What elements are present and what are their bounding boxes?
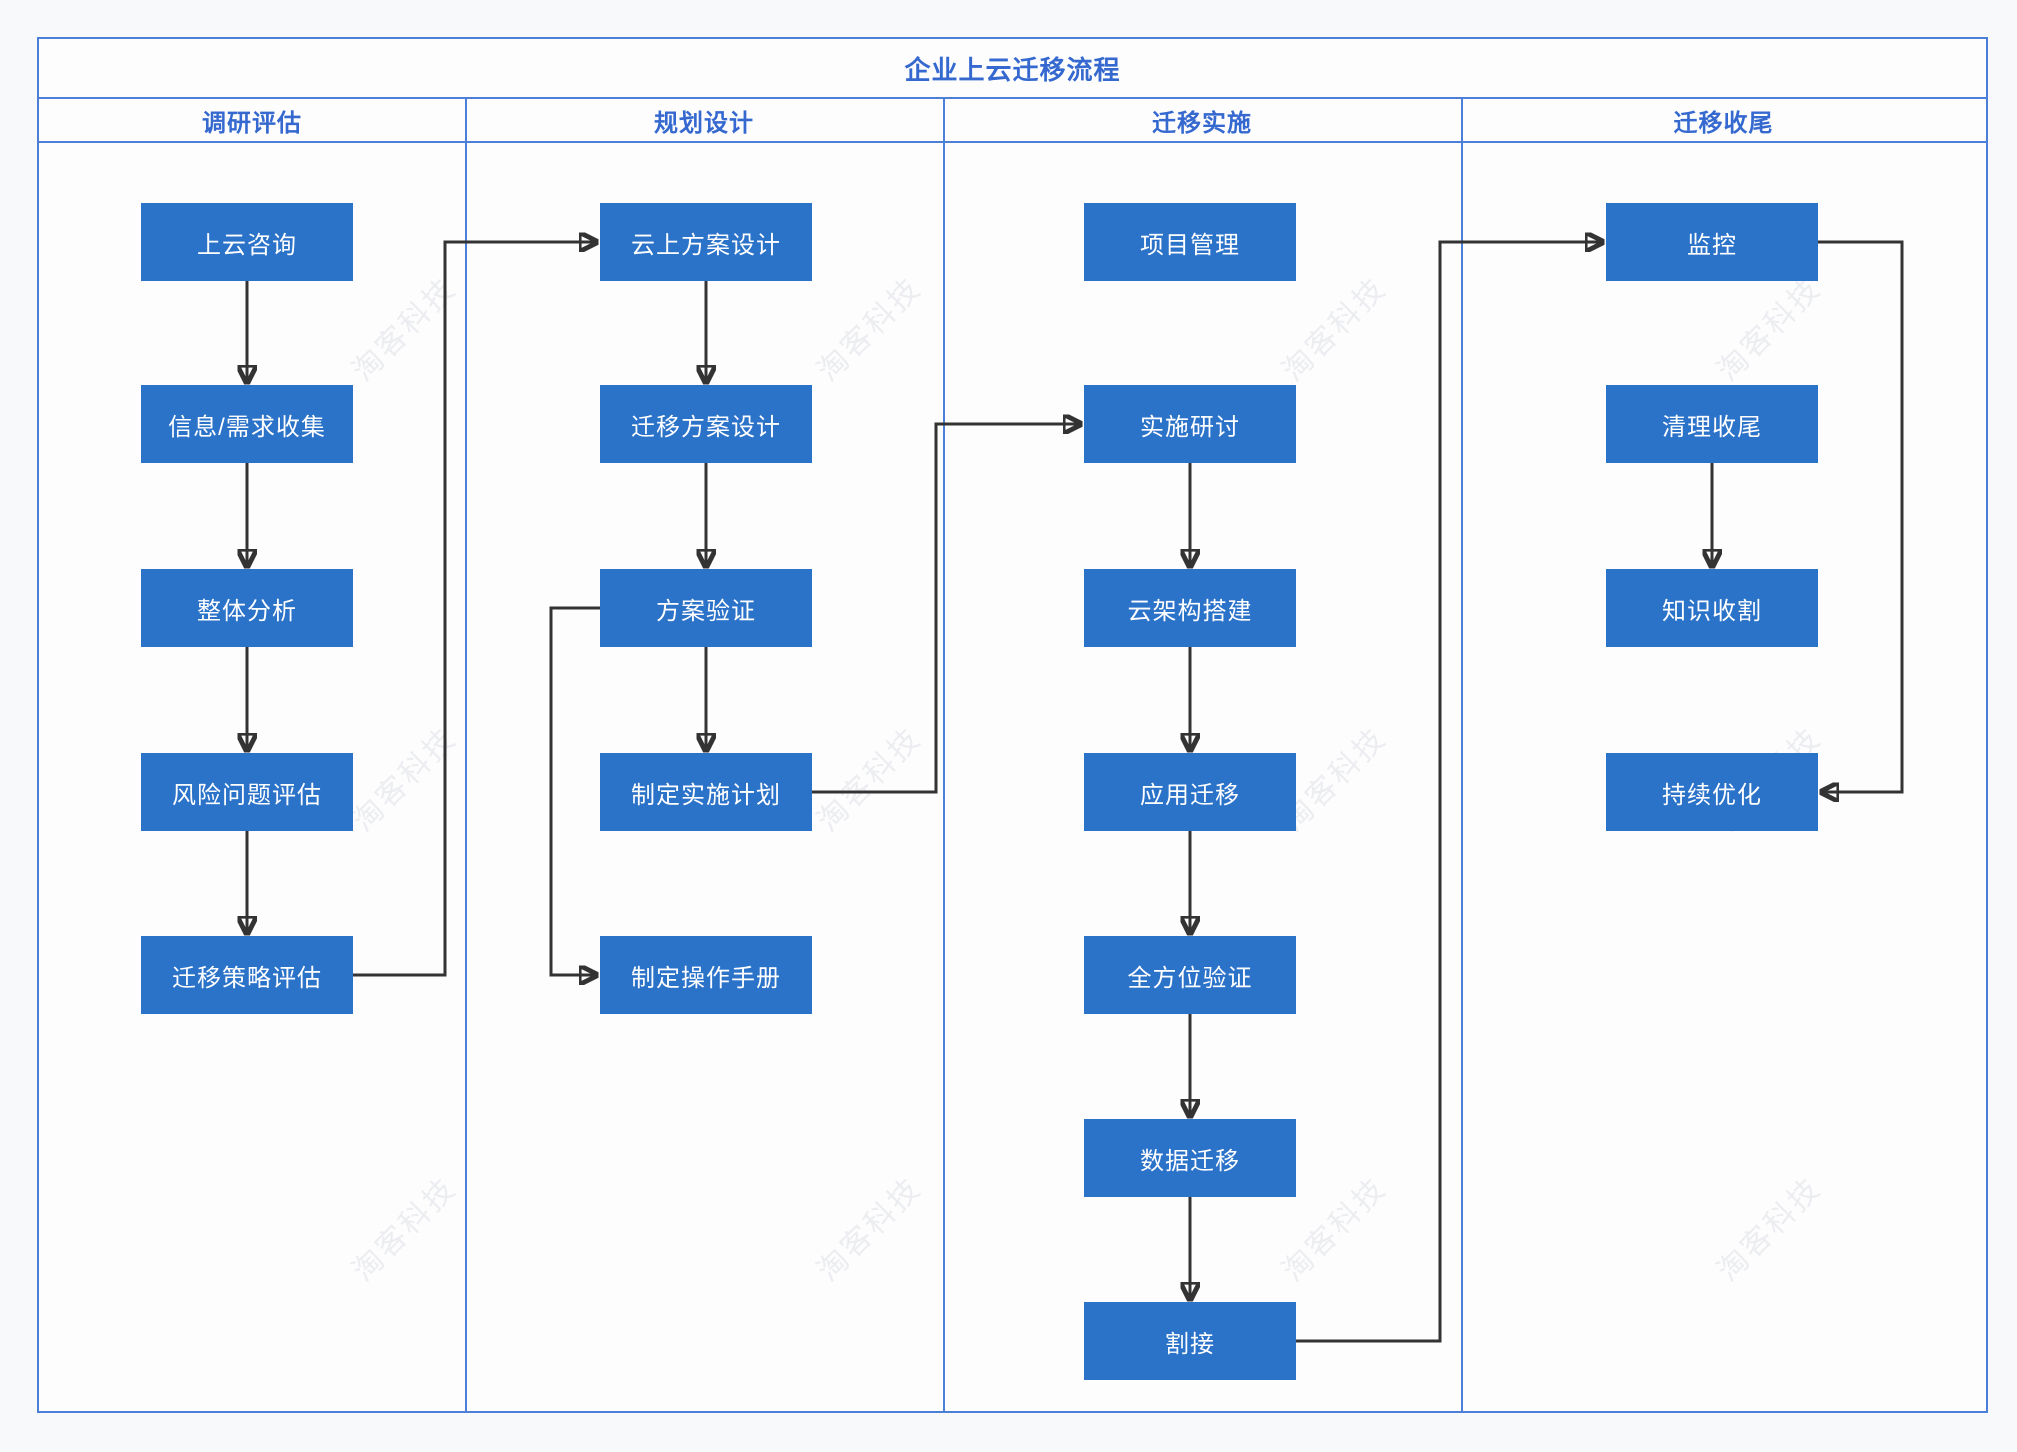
node-comprehensive-validation[interactable]: 全方位验证 (1084, 936, 1296, 1014)
diagram-title: 企业上云迁移流程 (904, 54, 1121, 85)
lane-divider-2 (943, 99, 945, 1411)
node-overall-analysis[interactable]: 整体分析 (141, 569, 353, 647)
node-implementation-discussion[interactable]: 实施研讨 (1084, 385, 1296, 463)
node-migration-strategy-assessment[interactable]: 迁移策略评估 (141, 936, 353, 1014)
node-cloud-architecture-setup[interactable]: 云架构搭建 (1084, 569, 1296, 647)
lane-header-row: 调研评估 规划设计 迁移实施 迁移收尾 (39, 99, 1986, 143)
node-cleanup-closing[interactable]: 清理收尾 (1606, 385, 1818, 463)
node-risk-issue-assessment[interactable]: 风险问题评估 (141, 753, 353, 831)
node-data-migration[interactable]: 数据迁移 (1084, 1119, 1296, 1197)
watermark: 淘客科技 (0, 1135, 35, 1326)
node-knowledge-harvest[interactable]: 知识收割 (1606, 569, 1818, 647)
node-migration-solution-design[interactable]: 迁移方案设计 (600, 385, 812, 463)
node-operation-manual[interactable]: 制定操作手册 (600, 936, 812, 1014)
watermark: 淘客科技 (0, 235, 35, 426)
watermark: 淘客科技 (0, 685, 35, 876)
node-cloud-consulting[interactable]: 上云咨询 (141, 203, 353, 281)
node-cloud-solution-design[interactable]: 云上方案设计 (600, 203, 812, 281)
lane-header-migration-closing: 迁移收尾 (1673, 109, 1774, 137)
lane-header-research-evaluation: 调研评估 (202, 109, 302, 137)
node-monitoring[interactable]: 监控 (1606, 203, 1818, 281)
node-solution-validation[interactable]: 方案验证 (600, 569, 812, 647)
lane-divider-1 (465, 99, 467, 1411)
node-info-requirement-collection[interactable]: 信息/需求收集 (141, 385, 353, 463)
lane-header-migration-implementation: 迁移实施 (1152, 109, 1252, 137)
lane-divider-3 (1461, 99, 1463, 1411)
lane-header-planning-design: 规划设计 (654, 109, 754, 137)
node-project-management[interactable]: 项目管理 (1084, 203, 1296, 281)
title-row: 企业上云迁移流程 (39, 39, 1986, 99)
node-continuous-optimization[interactable]: 持续优化 (1606, 753, 1818, 831)
node-application-migration[interactable]: 应用迁移 (1084, 753, 1296, 831)
node-cutover[interactable]: 割接 (1084, 1302, 1296, 1380)
node-implementation-plan[interactable]: 制定实施计划 (600, 753, 812, 831)
